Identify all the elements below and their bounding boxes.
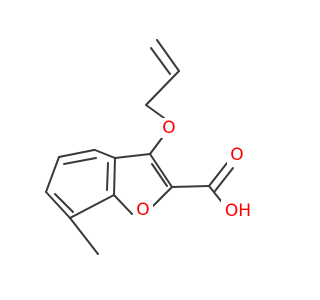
molecule-structure-diagram: O O O OH: [45, 39, 255, 255]
bond-c3-c2-double-inner: [151, 163, 168, 187]
bond-c4-c5-double: [58, 149, 95, 158]
bond-carbonyl-double-inner: [214, 167, 234, 192]
ether-oxygen-label: O: [162, 118, 175, 138]
bond-c7a-c3a-double-outer: [113, 157, 116, 196]
bond-c2-ring-o: [152, 186, 173, 207]
bond-ether-o-c3: [149, 137, 163, 155]
bond-vinyl-double-outer: [156, 39, 180, 72]
bond-c6-c7-inner: [54, 193, 74, 213]
bond-ring-o-c7a: [113, 194, 133, 215]
bond-vinyl-ch2: [145, 70, 180, 106]
bond-c3a-c4: [94, 149, 116, 159]
bond-c7-c7a: [69, 194, 115, 219]
bond-c7-methyl: [69, 217, 99, 255]
bond-c4-c5-inner: [63, 157, 97, 165]
bond-c5-c6: [45, 156, 60, 193]
bond-c2-carboxyl: [171, 185, 210, 188]
bond-carbonyl-double-outer: [208, 162, 228, 187]
bond-c7a-c3a-double-inner: [106, 162, 109, 191]
hydroxyl-group-label: OH: [225, 201, 251, 221]
ring-oxygen-label: O: [136, 200, 149, 220]
bond-c6-c7-double: [45, 191, 71, 219]
bond-vinyl-double-inner: [150, 47, 171, 75]
bond-c3-c2-double-outer: [149, 153, 173, 188]
carbonyl-oxygen-label: O: [230, 145, 243, 165]
atom-labels-group: O O O OH: [133, 118, 255, 222]
bonds-group: [45, 39, 234, 255]
bond-ch2-ether-o: [145, 104, 165, 119]
bond-c3a-c3: [114, 153, 151, 159]
